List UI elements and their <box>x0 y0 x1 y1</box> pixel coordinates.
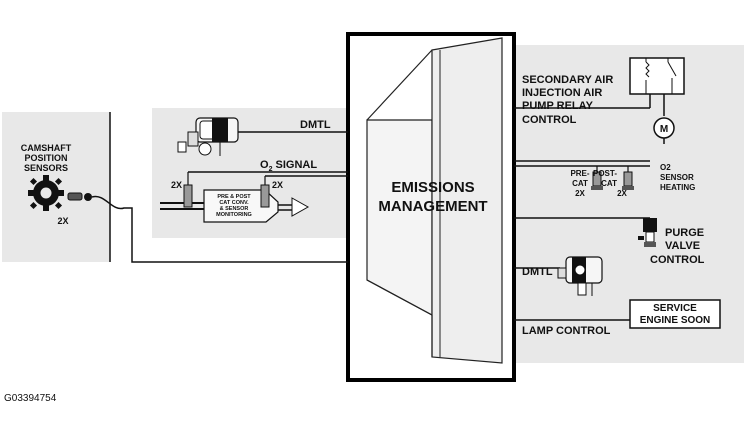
purge-label-2: VALVE <box>665 240 700 252</box>
dmtl-left-label: DMTL <box>300 119 331 131</box>
o2-sensor-count-right: 2X <box>272 180 283 190</box>
secondary-air-label-3: PUMP RELAY <box>522 100 594 112</box>
service-lamp-label-2: ENGINE SOON <box>640 315 711 326</box>
camshaft-sensor-icon <box>28 175 92 211</box>
lamp-control-label: LAMP CONTROL <box>522 325 611 337</box>
post-cat-label-2: CAT <box>601 179 617 188</box>
dmtl-right-label: DMTL <box>522 266 553 278</box>
pre-cat-label-2: CAT <box>572 179 588 188</box>
dmtl-pump-icon-right <box>557 256 603 296</box>
dmtl-pump-icon-left <box>177 117 239 156</box>
pre-cat-label-3: 2X <box>575 189 585 198</box>
ecu-title-line1: EMISSIONS <box>391 179 474 196</box>
o2-heating-label-1: O2 <box>660 163 671 172</box>
camshaft-label-2: POSITION <box>24 153 67 163</box>
camshaft-label-3: SENSORS <box>24 163 68 173</box>
cat-label-1: PRE & POST <box>217 194 251 200</box>
o2-heating-label-3: HEATING <box>660 183 695 192</box>
service-engine-soon-lamp <box>629 299 721 329</box>
o2-sensor-count-left: 2X <box>171 180 182 190</box>
relay-icon <box>629 57 685 116</box>
camshaft-count: 2X <box>57 216 68 226</box>
purge-valve-icon <box>638 218 657 247</box>
purge-label-1: PURGE <box>665 227 704 239</box>
camshaft-wire <box>91 195 348 263</box>
secondary-air-label-2: INJECTION AIR <box>522 87 602 99</box>
purge-label-3: CONTROL <box>650 254 705 266</box>
o2-signal-label: O2 SIGNAL <box>260 159 317 173</box>
post-cat-label-1: POST- <box>593 169 617 178</box>
ecu-inner-side <box>431 37 503 364</box>
pre-cat-label-1: PRE- <box>570 169 589 178</box>
service-lamp-label-1: SERVICE <box>653 303 697 314</box>
camshaft-label-1: CAMSHAFT <box>21 143 72 153</box>
ecu-title-line2: MANAGEMENT <box>378 198 487 215</box>
secondary-air-label-4: CONTROL <box>522 114 577 126</box>
o2-heating-label-2: SENSOR <box>660 173 694 182</box>
post-cat-label-3: 2X <box>617 189 627 198</box>
figure-id: G03394754 <box>4 393 57 404</box>
cat-label-4: MONITORING <box>216 212 252 218</box>
pre-cat-sensor-icon <box>591 171 603 190</box>
cat-label-3: & SENSOR <box>220 206 249 212</box>
secondary-air-label-1: SECONDARY AIR <box>522 74 613 86</box>
motor-icon: M <box>653 117 675 144</box>
post-cat-sensor-icon <box>622 171 634 190</box>
svg-text:M: M <box>660 124 668 135</box>
cat-label-2: CAT CONV. <box>219 200 249 206</box>
catalytic-converter-icon: PRE & POST CAT CONV. & SENSOR MONITORING <box>160 184 310 223</box>
